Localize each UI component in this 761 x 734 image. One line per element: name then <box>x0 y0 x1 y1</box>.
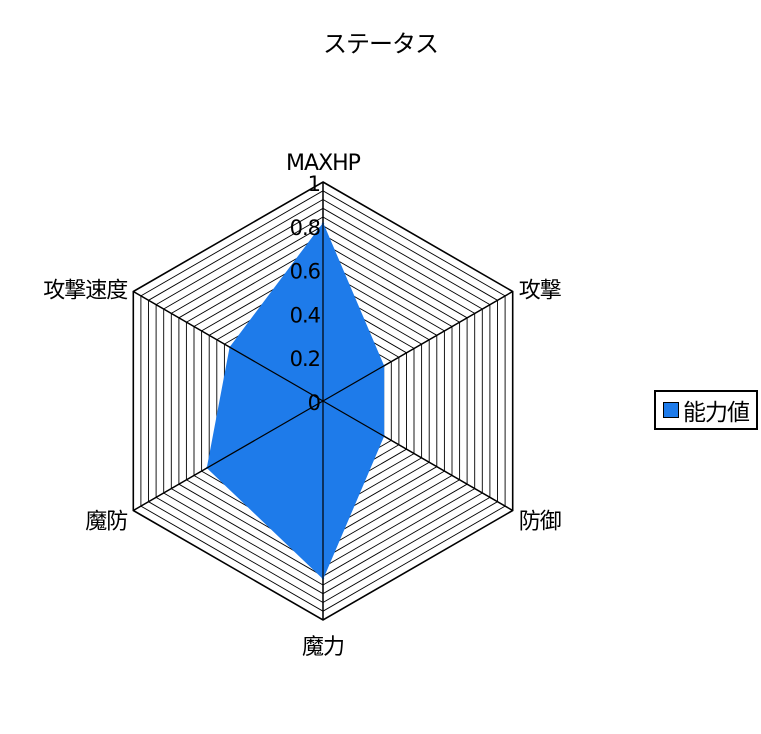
category-label: 魔力 <box>302 635 344 660</box>
legend: 能力値 <box>654 390 758 430</box>
radar-axis-line-overlay <box>322 400 513 512</box>
radar-tick-labels: 0 0.2 0.4 0.6 0.8 1 <box>290 172 322 415</box>
legend-swatch <box>663 402 679 418</box>
tick-label: 1 <box>308 172 320 196</box>
chart-title: ステータス <box>323 30 439 58</box>
category-label: 魔防 <box>85 510 127 535</box>
category-label: 攻撃 <box>519 279 561 304</box>
tick-label: 0.4 <box>290 303 321 327</box>
radar-axis-line-overlay <box>133 400 324 512</box>
tick-label: 0.2 <box>290 347 320 371</box>
category-label: 防御 <box>519 510 561 535</box>
radar-series <box>133 182 513 620</box>
radar-axis-line-overlay <box>133 290 324 402</box>
radar-axis-line-overlay <box>322 290 513 402</box>
legend-label: 能力値 <box>683 400 750 426</box>
tick-label: 0 <box>308 391 320 415</box>
category-label: MAXHP <box>286 151 361 176</box>
tick-label: 0.8 <box>290 216 320 240</box>
tick-label: 0.6 <box>290 260 321 284</box>
category-label: 攻撃速度 <box>43 279 128 304</box>
